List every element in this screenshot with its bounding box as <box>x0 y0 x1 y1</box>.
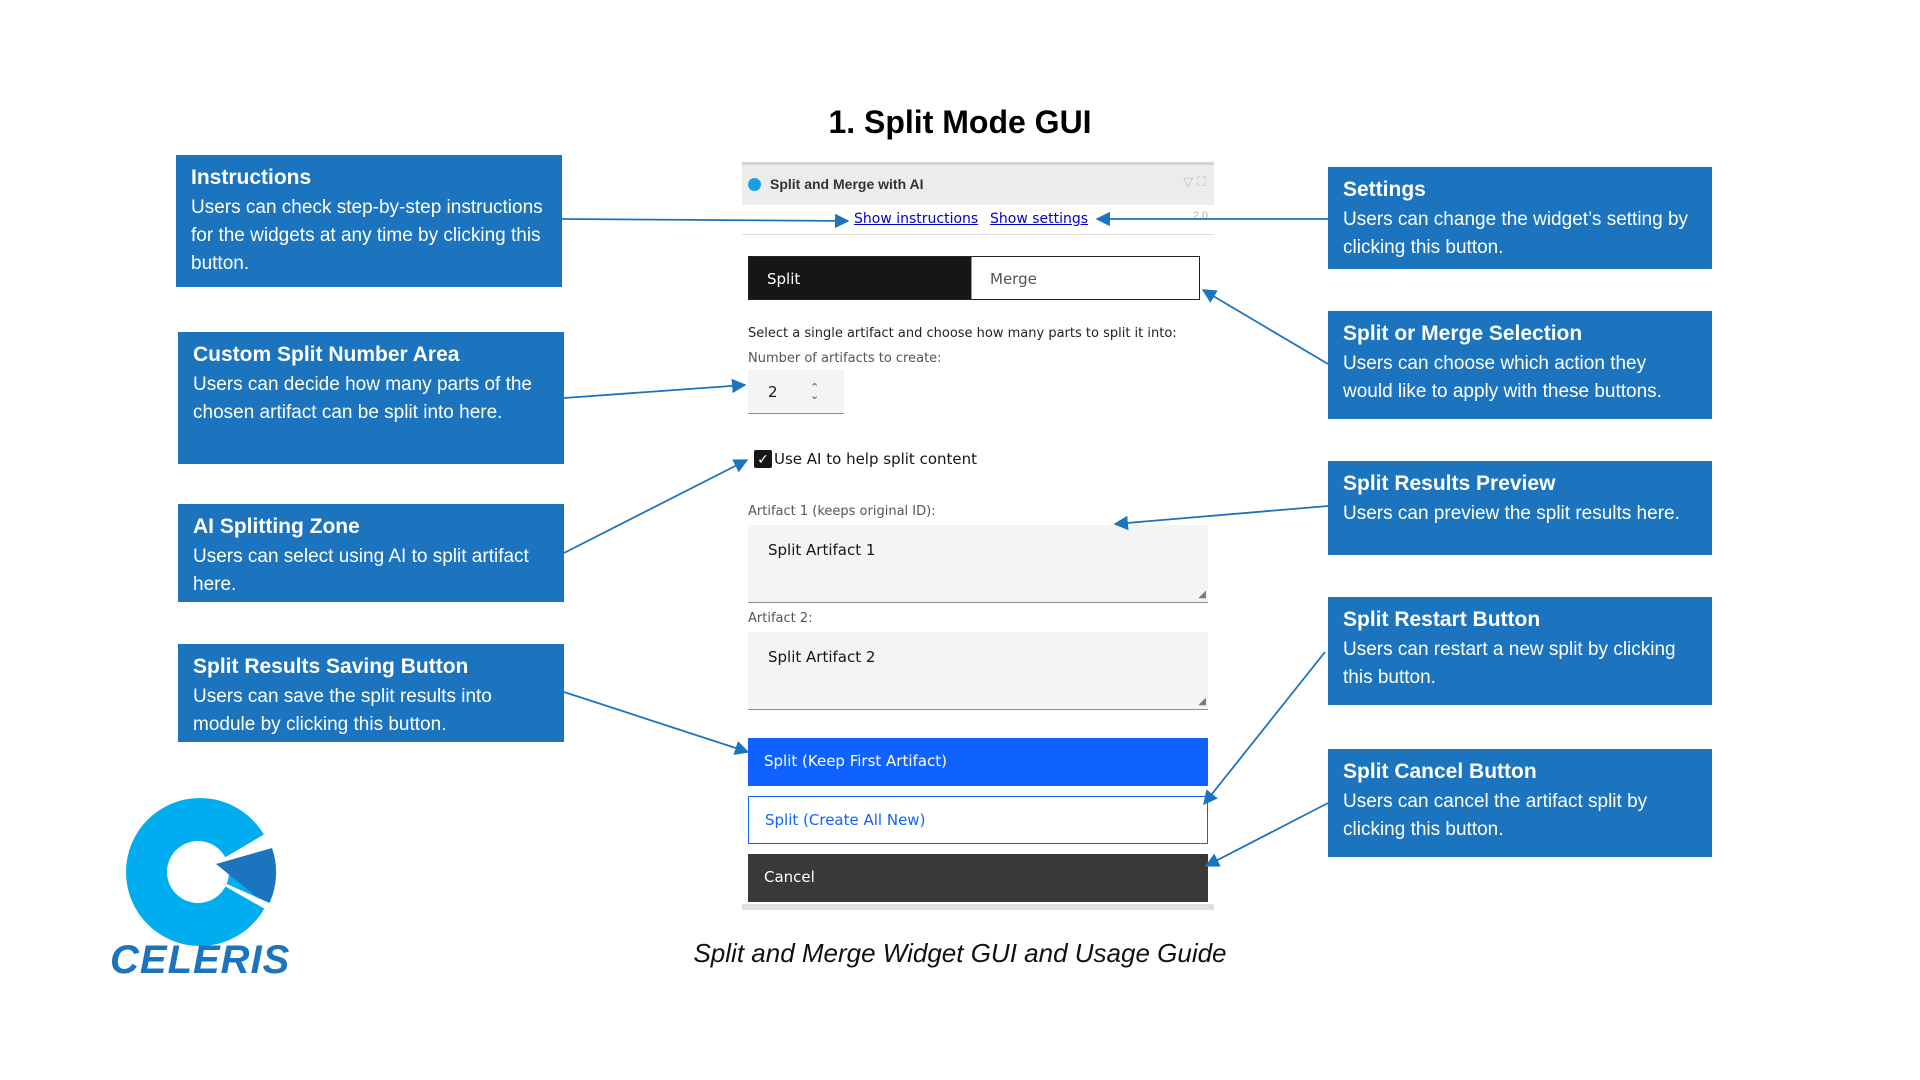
callout-ai-zone: AI Splitting Zone Users can select using… <box>178 504 564 602</box>
callout-preview: Split Results Preview Users can preview … <box>1328 461 1712 555</box>
split-create-all-button[interactable]: Split (Create All New) <box>748 796 1208 844</box>
page-title: 1. Split Mode GUI <box>828 104 1092 140</box>
cancel-button[interactable]: Cancel <box>748 854 1208 902</box>
artifact1-value: Split Artifact 1 <box>768 541 876 559</box>
callout-body: Users can cancel the artifact split by c… <box>1343 791 1648 840</box>
show-instructions-link[interactable]: Show instructions <box>854 211 979 227</box>
split-merge-selector: Split Merge <box>748 256 1200 300</box>
ai-split-checkbox[interactable]: ✓ <box>754 450 772 468</box>
number-label: Number of artifacts to create: <box>748 351 942 366</box>
arrow-saving <box>563 691 750 755</box>
callout-saving: Split Results Saving Button Users can sa… <box>178 644 564 742</box>
callout-heading: Custom Split Number Area <box>193 343 460 366</box>
split-keep-first-button[interactable]: Split (Keep First Artifact) <box>748 738 1208 786</box>
callout-body: Users can preview the split results here… <box>1343 503 1680 524</box>
callout-heading: Split Results Saving Button <box>193 655 469 678</box>
callout-selection: Split or Merge Selection Users can choos… <box>1328 311 1712 419</box>
arrow-custom-split <box>563 378 747 399</box>
callout-heading: Split Cancel Button <box>1343 760 1537 783</box>
callout-heading: Split or Merge Selection <box>1343 322 1583 345</box>
divider <box>742 234 1214 235</box>
callout-heading: Instructions <box>191 166 312 189</box>
callout-instructions: Instructions Users can check step-by-ste… <box>176 155 562 287</box>
ai-split-checkbox-label: Use AI to help split content <box>774 450 978 468</box>
callout-cancel: Split Cancel Button Users can cancel the… <box>1328 749 1712 857</box>
callout-body: Users can change the widget’s setting by… <box>1343 209 1689 258</box>
callout-heading: Settings <box>1343 178 1426 201</box>
window-controls-icon[interactable]: ▽ ⛶ <box>1183 174 1206 189</box>
split-merge-widget: Split and Merge with AI ▽ ⛶ Show instruc… <box>742 160 1214 910</box>
callout-restart: Split Restart Button Users can restart a… <box>1328 597 1712 705</box>
callout-body: Users can restart a new split by clickin… <box>1343 639 1676 688</box>
arrow-selection <box>1201 289 1329 365</box>
figure-caption: Split and Merge Widget GUI and Usage Gui… <box>693 938 1227 968</box>
artifact2-label: Artifact 2: <box>748 611 813 626</box>
artifact-count-stepper[interactable]: 2 ⌃⌄ <box>748 370 844 414</box>
artifact2-textarea[interactable]: Split Artifact 2 ◢ <box>748 632 1208 710</box>
resize-grip-icon[interactable]: ◢ <box>1198 589 1206 600</box>
callout-body: Users can save the split results into mo… <box>193 686 492 735</box>
artifact1-label: Artifact 1 (keeps original ID): <box>748 504 936 519</box>
callout-custom-split: Custom Split Number Area Users can decid… <box>178 332 564 464</box>
show-settings-link[interactable]: Show settings <box>990 211 1089 227</box>
arrow-ai-zone <box>563 459 749 554</box>
celeris-logo-icon <box>126 798 292 964</box>
widget-logo-icon <box>748 178 761 191</box>
arrow-cancel <box>1204 802 1329 867</box>
tab-merge[interactable]: Merge <box>971 257 1199 299</box>
brand-name: CELERIS <box>110 938 291 982</box>
artifact-count-value: 2 <box>768 383 778 401</box>
arrow-instructions <box>561 213 850 229</box>
callout-heading: Split Restart Button <box>1343 608 1541 631</box>
callout-heading: AI Splitting Zone <box>193 515 360 538</box>
artifact2-value: Split Artifact 2 <box>768 648 876 666</box>
arrow-restart <box>1203 651 1326 806</box>
callout-settings: Settings Users can change the widget’s s… <box>1328 167 1712 269</box>
callout-body: Users can select using AI to split artif… <box>193 546 529 595</box>
callout-body: Users can check step-by-step instruction… <box>191 197 543 274</box>
callout-heading: Split Results Preview <box>1343 472 1556 495</box>
artifact1-textarea[interactable]: Split Artifact 1 ◢ <box>748 525 1208 603</box>
stepper-arrows-icon[interactable]: ⌃⌄ <box>810 382 820 402</box>
arrow-preview <box>1113 505 1329 531</box>
tab-split[interactable]: Split <box>749 257 971 299</box>
callout-body: Users can decide how many parts of the c… <box>193 374 533 423</box>
callout-body: Users can choose which action they would… <box>1343 353 1662 402</box>
resize-grip-icon[interactable]: ◢ <box>1198 696 1206 707</box>
widget-title: Split and Merge with AI <box>770 176 924 192</box>
widget-titlebar: Split and Merge with AI ▽ ⛶ <box>742 162 1214 205</box>
split-instruction-text: Select a single artifact and choose how … <box>748 326 1177 341</box>
